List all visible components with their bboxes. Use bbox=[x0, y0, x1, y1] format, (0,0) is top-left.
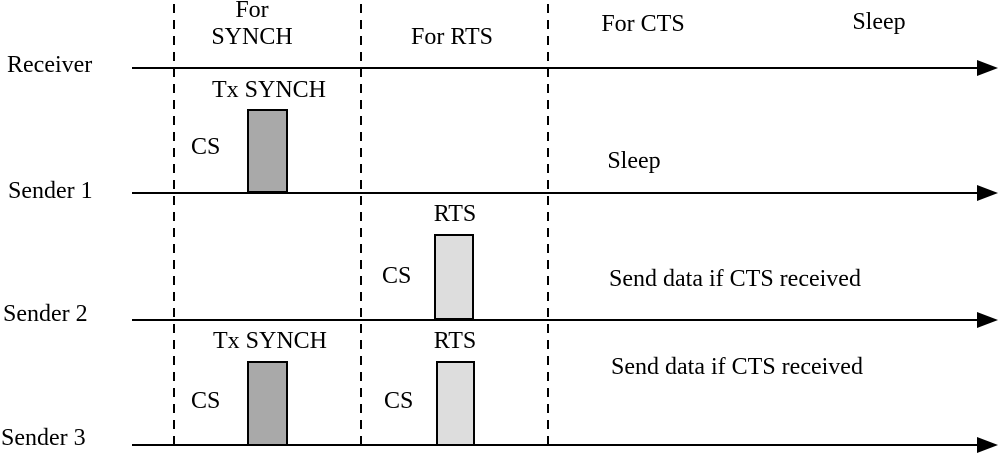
arrow-icon-sender3 bbox=[977, 437, 998, 453]
bar-rts-sender2 bbox=[434, 234, 474, 320]
arrow-icon-receiver bbox=[977, 60, 998, 76]
phase-label-for-cts: For CTS bbox=[601, 11, 685, 37]
arrow-icon-sender1 bbox=[977, 185, 998, 201]
bar-label-rts-sender3: RTS bbox=[433, 328, 477, 354]
row-label-sender3: Sender 3 bbox=[1, 425, 86, 451]
annotation-send-data-sender2: Send data if CTS received bbox=[609, 266, 861, 292]
arrow-icon-sender2 bbox=[977, 312, 998, 328]
phase-label-for-synch: For SYNCH bbox=[211, 0, 293, 50]
dashed-divider-3 bbox=[547, 4, 549, 445]
timeline-sender2 bbox=[132, 319, 978, 321]
bar-tx-synch-sender3 bbox=[247, 361, 288, 446]
phase-label-for-rts: For RTS bbox=[411, 24, 493, 50]
annotation-sleep-sender1: Sleep bbox=[607, 148, 661, 174]
bar-label-tx-synch-sender3: Tx SYNCH bbox=[212, 328, 327, 354]
bar-label-rts-sender2: RTS bbox=[433, 201, 477, 227]
row-label-receiver: Receiver bbox=[7, 52, 93, 78]
timeline-sender1 bbox=[132, 192, 978, 194]
dashed-divider-2 bbox=[360, 4, 362, 445]
row-label-sender1: Sender 1 bbox=[8, 178, 93, 204]
bar-tx-synch-sender1 bbox=[247, 109, 288, 193]
phase-label-sleep: Sleep bbox=[852, 9, 906, 35]
timeline-sender3 bbox=[132, 444, 978, 446]
cs-label-sender3-rts: CS bbox=[384, 388, 414, 414]
cs-label-sender2: CS bbox=[382, 263, 412, 289]
timeline-receiver bbox=[132, 67, 978, 69]
cs-label-sender1: CS bbox=[191, 134, 221, 160]
bar-rts-sender3 bbox=[436, 361, 475, 446]
cs-label-sender3-synch: CS bbox=[191, 388, 221, 414]
annotation-send-data-sender3: Send data if CTS received bbox=[611, 354, 863, 380]
bar-label-tx-synch-sender1: Tx SYNCH bbox=[211, 77, 326, 103]
dashed-divider-1 bbox=[173, 4, 175, 445]
row-label-sender2: Sender 2 bbox=[3, 301, 88, 327]
